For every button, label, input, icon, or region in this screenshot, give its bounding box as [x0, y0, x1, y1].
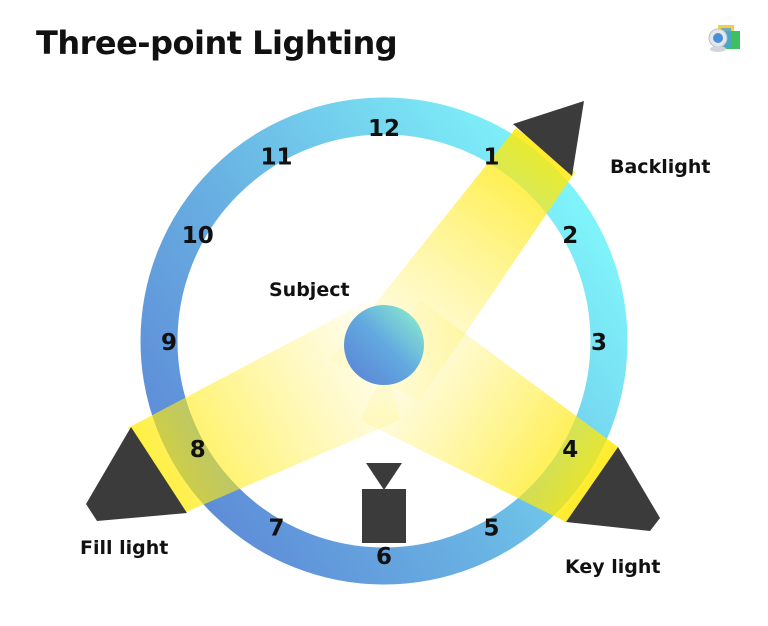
clock-number-10: 10: [182, 223, 214, 249]
clock-number-8: 8: [190, 437, 206, 463]
clock-number-5: 5: [483, 515, 499, 541]
clock-number-2: 2: [562, 223, 578, 249]
fill-light-label: Fill light: [80, 537, 168, 559]
backlight-label: Backlight: [610, 156, 710, 178]
clock-number-12: 12: [368, 116, 400, 142]
clock-number-1: 1: [483, 145, 499, 171]
key-light-beam: [360, 300, 618, 522]
fill-light-icon: [86, 427, 187, 521]
subject: [344, 305, 424, 385]
camera-icon: [362, 463, 406, 543]
key-light-label: Key light: [565, 556, 661, 578]
clock-number-6: 6: [376, 544, 392, 570]
fill-light-beam: [128, 300, 400, 512]
backlight-light-icon: [513, 101, 584, 176]
clock-number-4: 4: [562, 437, 578, 463]
clock-number-9: 9: [161, 330, 177, 356]
key-light-icon: [566, 447, 660, 531]
clock-number-3: 3: [591, 330, 607, 356]
subject-label: Subject: [269, 279, 350, 301]
page-title: Three-point Lighting: [36, 24, 398, 62]
clock-number-7: 7: [268, 515, 284, 541]
clock-ring: [140, 97, 628, 585]
webcam-logo-icon: [708, 25, 740, 52]
clock-number-11: 11: [260, 145, 292, 171]
